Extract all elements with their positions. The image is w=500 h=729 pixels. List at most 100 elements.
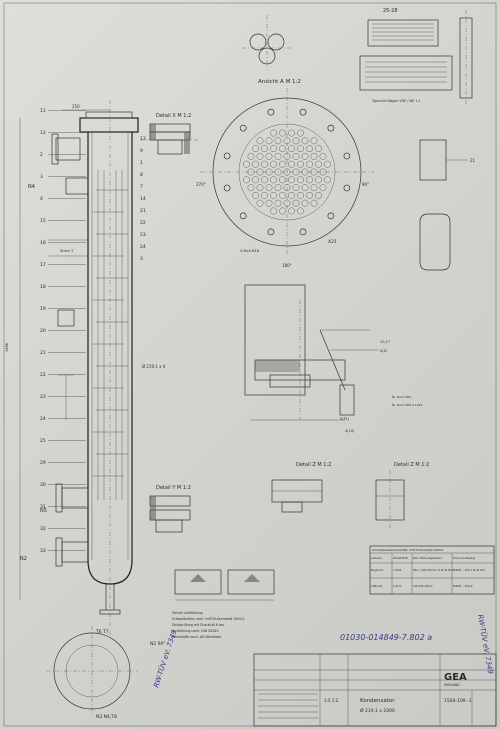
- callout-number: 2: [40, 152, 43, 158]
- callout-number: 20: [40, 328, 46, 334]
- callout-number: 32: [40, 526, 46, 532]
- tube-hole: [292, 153, 300, 160]
- tube-hole: [324, 160, 331, 168]
- callout-number: 24: [140, 244, 146, 250]
- view-ansicht-a: Ansicht A M 1:2 270° 90° 180° X21: [196, 79, 374, 268]
- tube-hole: [283, 153, 291, 160]
- drawing-number: 01030-014849-7.802 a: [340, 633, 432, 642]
- label-ansicht-a: Ansicht A M 1:2: [258, 79, 301, 85]
- bolt-hole: [299, 108, 307, 116]
- callout-number: 22: [140, 220, 146, 226]
- label-detail-z2: Detail Z M 1:2: [394, 462, 429, 468]
- bolt-hole: [223, 184, 231, 192]
- tube-hole: [288, 176, 295, 184]
- tube-hole: [288, 207, 295, 215]
- tube-hole: [292, 137, 300, 145]
- tube-hole: [283, 199, 291, 207]
- label-n4: N4: [28, 184, 35, 190]
- symbol-sketch: [242, 15, 292, 70]
- part-spec: Ø 219,1 x 2000: [360, 707, 395, 714]
- callout-number: 8: [140, 172, 143, 178]
- tube-hole: [265, 168, 273, 176]
- table-cell: 1.4404: [393, 569, 402, 572]
- angle-90: 90°: [362, 182, 369, 187]
- tube-pattern: [243, 129, 331, 215]
- tube-hole: [301, 199, 309, 207]
- callout-number: 15: [40, 218, 46, 224]
- label-n2-90: N2 90°: [150, 641, 166, 647]
- title-block: GEA WIEGAND Kondensator Ø 219,1 x 2000 1…: [253, 653, 497, 727]
- weld-symbol-sketches: [174, 569, 275, 601]
- callout-number: 29: [40, 460, 46, 466]
- tube-hole: [279, 129, 286, 137]
- nameplate-note: Typschild Wagen VGE / WE 1.1: [371, 99, 421, 103]
- tube-hole: [297, 160, 304, 168]
- tube-hole: [270, 129, 277, 137]
- tube-hole: [279, 207, 286, 215]
- svg-text:S(Z): S(Z): [380, 349, 388, 353]
- label-t6-t7: T6 T7: [95, 629, 109, 635]
- table-header: Werkstoff-Nr.: [393, 557, 409, 560]
- tube-hole: [292, 168, 300, 176]
- tube-hole: [301, 137, 309, 145]
- tube-hole: [283, 137, 291, 145]
- label-x21: X21: [328, 239, 337, 245]
- callout-number: 19: [40, 306, 46, 312]
- tube-hole: [270, 160, 277, 168]
- tube-hole: [310, 153, 318, 160]
- table-cell: 316 Si ER 316L-Si: [413, 585, 433, 588]
- callout-number: 3: [140, 256, 143, 262]
- tube-hole: [292, 184, 300, 191]
- tube-hole: [319, 184, 327, 191]
- tube-hole: [306, 160, 313, 168]
- tube-hole: [306, 176, 313, 184]
- detail-weld-section: 10,17 S(Z) 5(F1) 4(10): [244, 284, 390, 433]
- tube-hole: [310, 184, 318, 191]
- callout-number: 7: [140, 184, 143, 190]
- callout-number: 16: [40, 240, 46, 246]
- tube-hole: [315, 145, 322, 153]
- tube-hole: [292, 199, 300, 207]
- tube-hole: [261, 191, 268, 199]
- tube-hole: [265, 199, 273, 207]
- dim-250: 250: [72, 104, 80, 109]
- tube-hole: [256, 153, 264, 160]
- tube-hole: [310, 199, 318, 207]
- tube-hole: [306, 191, 313, 199]
- label-detail-x: Detail X M 1:2: [156, 113, 191, 119]
- label-n2: N2: [20, 556, 27, 562]
- tube-hole: [297, 145, 304, 153]
- angle-180: 180°: [282, 263, 292, 268]
- svg-text:10,17: 10,17: [380, 340, 390, 344]
- tube-hole: [274, 199, 282, 207]
- callout-number: 18: [40, 284, 46, 290]
- tube-hole: [297, 129, 304, 137]
- tube-hole: [256, 137, 264, 145]
- tube-hole: [274, 184, 282, 191]
- callout-number: 30: [40, 482, 46, 488]
- weld-notes: Nr. Rohr 5H4 Nr. Rohr 5H4 S 1024: [392, 395, 423, 407]
- detail-z: Detail Z M 1:2 Detail Z M 1:2: [271, 462, 429, 530]
- callout-number: 33: [40, 548, 46, 554]
- tube-hole: [315, 176, 322, 184]
- tube-hole: [265, 137, 273, 145]
- general-notes: Ölfreie Luftkühlung.Schweißnähte nach: V…: [172, 610, 245, 639]
- tube-hole: [270, 145, 277, 153]
- callout-number: 3: [40, 174, 43, 180]
- callout-number: 9: [140, 148, 143, 154]
- tube-hole: [252, 145, 259, 153]
- bolt-hole: [327, 212, 335, 220]
- note-line: Ausführung nach: DIN 28183.: [172, 629, 219, 633]
- table-cell: Bogenrohr: [371, 569, 384, 572]
- label-detail-y: Detail Y M 1:2: [156, 485, 191, 491]
- company-subname: WIEGAND: [444, 683, 460, 687]
- tube-hole: [261, 160, 268, 168]
- tube-hole: [252, 191, 259, 199]
- tube-hole: [283, 168, 291, 176]
- table-header: WIG / MAG (Abgasseite): [413, 557, 442, 560]
- label-detail-z: Detail Z M 1:2: [296, 462, 331, 468]
- detail-x: Detail X M 1:2: [140, 113, 200, 155]
